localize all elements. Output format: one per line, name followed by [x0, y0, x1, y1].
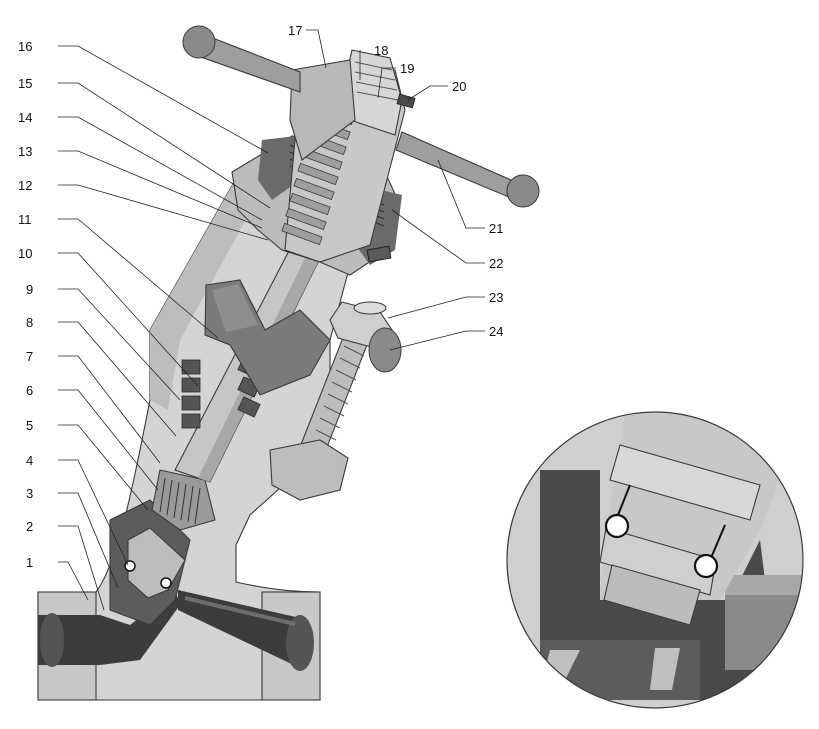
leader-9 — [58, 288, 181, 401]
callout-12: 12 — [18, 178, 32, 193]
leader-1 — [58, 561, 89, 601]
leader-17 — [306, 29, 327, 69]
leader-7 — [58, 355, 161, 464]
outlet-pipe-opening — [286, 615, 314, 671]
valve-body — [37, 49, 416, 701]
leader-11 — [58, 218, 219, 339]
leader-2 — [58, 525, 105, 611]
gland-bolt-pin — [368, 327, 402, 373]
detail-view — [506, 411, 804, 709]
callout-4: 4 — [26, 453, 33, 468]
leader-13 — [58, 150, 263, 229]
detail-nut-plate — [609, 444, 761, 521]
detail-circle-border — [506, 411, 804, 709]
callout-6: 6 — [26, 383, 33, 398]
handwheel-bar-right — [395, 131, 521, 201]
callout-15: 15 — [18, 76, 32, 91]
callout-11: 11 — [18, 212, 32, 227]
callout-2: 2 — [26, 519, 33, 534]
handwheel-ball-left — [182, 25, 216, 59]
leader-lines — [58, 29, 485, 611]
leader-3 — [58, 492, 119, 589]
callout-18: 18 — [374, 43, 388, 58]
outlet-pipe-highlight — [184, 596, 296, 626]
callout-22: 22 — [489, 256, 503, 271]
inlet-pipe-opening — [40, 613, 64, 667]
callout-16: 16 — [18, 39, 32, 54]
valve-neck-shade — [150, 175, 262, 410]
callout-8: 8 — [26, 315, 33, 330]
callout-19: 19 — [400, 61, 414, 76]
callout-13: 13 — [18, 144, 32, 159]
leader-10 — [58, 252, 199, 387]
gland-eyebolt-lug — [269, 439, 349, 501]
leader-4 — [58, 459, 129, 566]
leader-21 — [437, 159, 485, 229]
leader-6 — [58, 389, 159, 491]
callout-17: 17 — [288, 23, 302, 38]
handwheel-hub — [289, 59, 356, 161]
leader-12 — [58, 184, 269, 241]
callout-21: 21 — [489, 221, 503, 236]
callout-10: 10 — [18, 246, 32, 261]
callout-14: 14 — [18, 110, 32, 125]
callout-23: 23 — [489, 290, 503, 305]
callout-24: 24 — [489, 324, 503, 339]
leader-8 — [58, 321, 177, 437]
detail-disc-lower — [603, 564, 701, 626]
detail-seat-light-2 — [650, 648, 680, 690]
leader-20 — [407, 85, 448, 101]
locking-washer — [396, 93, 416, 109]
spindle-top-nut-ribs — [354, 61, 399, 101]
bonnet-set-screw — [366, 245, 392, 263]
leader-15 — [58, 82, 271, 209]
callout-1: 1 — [26, 555, 33, 570]
callout-7: 7 — [26, 349, 33, 364]
leader-16 — [58, 45, 269, 154]
callout-labels: 16 15 14 13 12 11 10 9 8 7 6 5 4 3 2 1 1… — [18, 23, 503, 570]
callout-9: 9 — [26, 282, 33, 297]
leader-5 — [58, 424, 149, 511]
gland-flange-top — [212, 284, 258, 332]
gland-bolt-cap — [353, 301, 387, 315]
callout-5: 5 — [26, 418, 33, 433]
inlet-pipe-bore — [38, 590, 180, 665]
callout-3: 3 — [26, 486, 33, 501]
leader-19 — [377, 67, 396, 99]
detail-disc-upper — [599, 527, 717, 596]
disc-ring-right — [160, 577, 172, 589]
callout-20: 20 — [452, 79, 466, 94]
leader-22 — [391, 209, 485, 264]
leader-14 — [58, 116, 263, 221]
leader-23 — [387, 296, 485, 319]
handwheel-ball-right — [506, 174, 540, 208]
packing-rings — [181, 356, 261, 429]
stem-gear-teeth — [159, 477, 201, 525]
detail-seal-ring-right — [693, 553, 719, 579]
bonnet-dark-left — [258, 136, 300, 200]
detail-outlet-pipe-shade — [725, 575, 803, 595]
outlet-pipe-bore — [178, 590, 300, 668]
leader-24 — [389, 330, 485, 351]
detail-seal-ring-left — [604, 513, 630, 539]
handwheel-bar — [182, 25, 540, 208]
gland-bolt — [269, 301, 402, 501]
